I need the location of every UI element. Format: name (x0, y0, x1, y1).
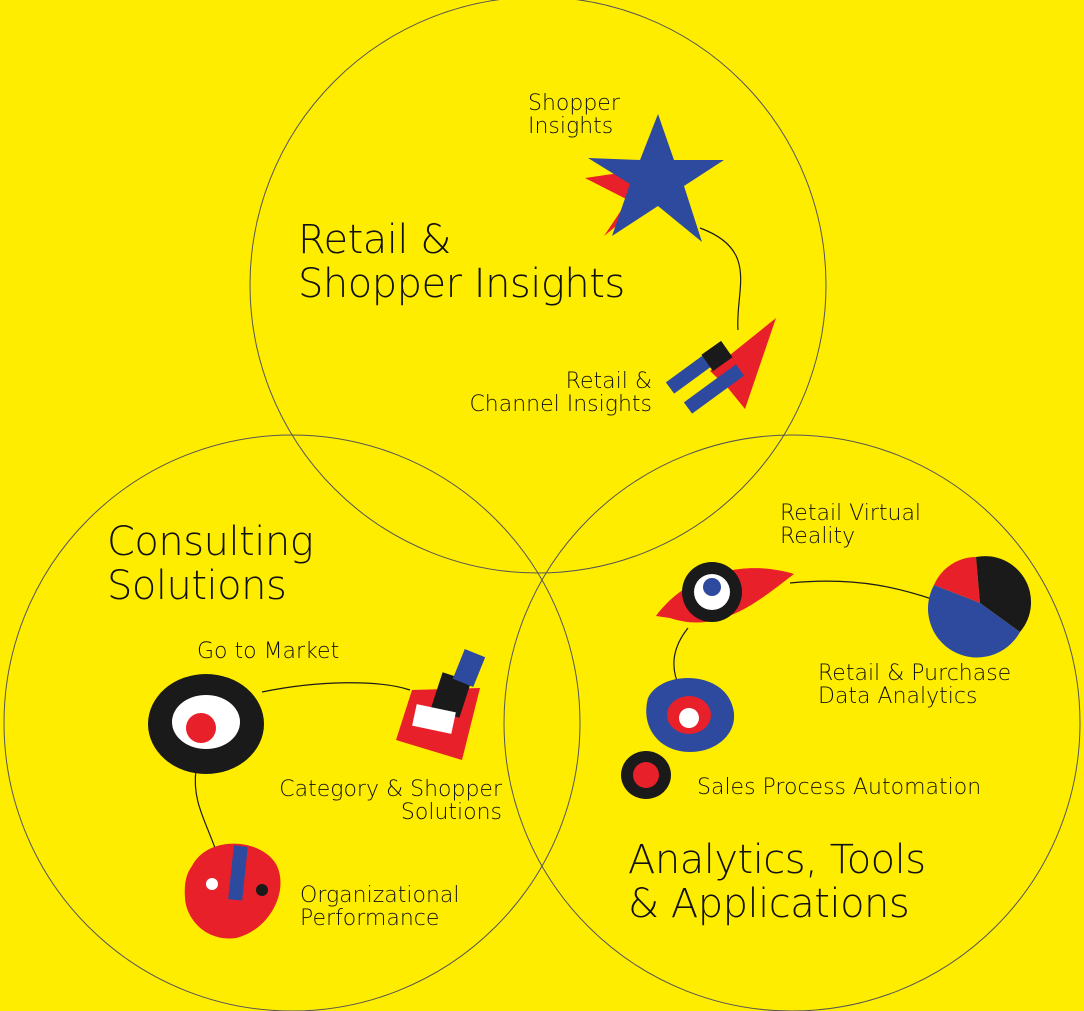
label-line: Channel Insights (469, 392, 652, 418)
label-purchase-data-analytics: Retail & Purchase Data Analytics (818, 662, 1011, 708)
title-line: Consulting (107, 519, 314, 565)
label-line: Retail & Purchase (818, 661, 1012, 686)
label-go-to-market: Go to Market (197, 640, 339, 663)
label-line: Shopper (528, 91, 620, 116)
title-line: Analytics, Tools (628, 837, 926, 883)
connector-target-face (194, 769, 216, 849)
face-blue-bar (228, 845, 248, 901)
floppy-label (412, 704, 456, 734)
title-analytics-tools: Analytics, Tools & Applications (628, 838, 926, 926)
label-retail-virtual-reality: Retail Virtual Reality (780, 502, 921, 548)
label-line: Organizational (300, 883, 460, 908)
floppy-icon (396, 649, 486, 760)
face-eye-left (206, 878, 218, 890)
label-line: Performance (300, 906, 440, 932)
pie-icon (927, 556, 1032, 658)
label-line: Retail & (565, 369, 652, 394)
circle-consulting-solutions (3, 434, 581, 1011)
circle-analytics-tools (503, 434, 1081, 1011)
label-line: Sales Process Automation (697, 775, 982, 800)
label-category-shopper: Category & Shopper Solutions (240, 778, 502, 824)
label-line: Retail Virtual (780, 501, 922, 526)
label-line: Go to Market (197, 639, 340, 664)
eye-pupil (703, 578, 721, 596)
eye-icon (656, 562, 794, 623)
connector-eye-pie (789, 580, 936, 601)
title-retail-shopper-insights: Retail & Shopper Insights (298, 218, 625, 306)
title-line: Shopper Insights (298, 261, 625, 307)
label-line: Category & Shopper (279, 777, 502, 802)
label-line: Data Analytics (818, 684, 978, 710)
pie-slice-black (976, 556, 1032, 632)
label-line: Reality (780, 524, 856, 550)
title-line: Retail & (298, 217, 451, 263)
label-shopper-insights: Shopper Insights (528, 92, 620, 138)
target-center (186, 713, 216, 743)
title-line: & Applications (628, 881, 910, 927)
label-line: Solutions (400, 800, 502, 826)
arrow-dark-block (701, 340, 733, 372)
target-icon (148, 674, 264, 774)
label-sales-process-automation: Sales Process Automation (697, 776, 981, 799)
star-icon (585, 114, 724, 242)
gear-blobs-icon (621, 678, 735, 799)
label-channel-insights: Retail & Channel Insights (432, 370, 652, 416)
connector-star-arrow (699, 227, 742, 331)
title-line: Solutions (107, 563, 287, 609)
arrow-icon (665, 318, 776, 414)
blob-white-center (679, 708, 699, 728)
pie-slice-blue (927, 585, 1020, 658)
star-shape (588, 114, 724, 242)
floppy-tab (452, 649, 486, 687)
pie-slice-red (934, 557, 980, 603)
face-eye-right (256, 884, 268, 896)
label-line: Insights (528, 114, 614, 140)
arrow-stripe-2 (683, 364, 745, 414)
connector-target-floppy (261, 682, 411, 693)
floppy-shutter (430, 672, 472, 718)
label-organizational-performance: Organizational Performance (300, 884, 459, 930)
face-icon (184, 843, 281, 939)
title-consulting-solutions: Consulting Solutions (107, 519, 314, 609)
blob-black-center (633, 762, 659, 788)
